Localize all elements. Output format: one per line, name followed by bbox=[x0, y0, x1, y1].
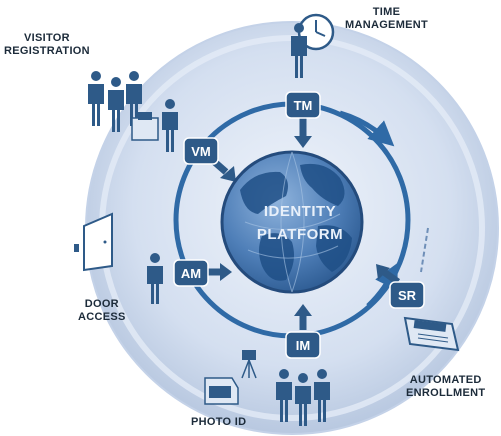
badge-vm[interactable]: VM bbox=[183, 137, 219, 165]
label-visitor-registration: VISITOR REGISTRATION bbox=[4, 32, 90, 58]
badge-am-label: AM bbox=[181, 266, 201, 281]
ring-arrow-top-right bbox=[339, 110, 395, 147]
am-connector-arrowhead bbox=[220, 263, 232, 281]
center-title-line2: PLATFORM bbox=[257, 226, 343, 243]
badge-vm-label: VM bbox=[191, 144, 211, 159]
door-icon bbox=[74, 212, 113, 272]
photo-id-people-group-icon bbox=[276, 369, 330, 426]
vm-connector-arrowhead bbox=[220, 166, 236, 182]
clock-icon bbox=[297, 13, 335, 51]
people-group-icon bbox=[88, 71, 142, 132]
label-time-management: TIME MANAGEMENT bbox=[345, 6, 428, 32]
label-door-access: DOOR ACCESS bbox=[78, 298, 126, 324]
badge-im[interactable]: IM bbox=[285, 331, 321, 359]
im-connector-arrowhead bbox=[294, 304, 312, 316]
card-reader-icon bbox=[403, 316, 460, 352]
label-automated-enrollment-line2: ENROLLMENT bbox=[406, 387, 486, 399]
label-automated-enrollment: AUTOMATED ENROLLMENT bbox=[406, 374, 485, 400]
receptionist-person-icon bbox=[162, 99, 178, 152]
reception-desk-icon bbox=[131, 112, 159, 141]
badge-tm-label: TM bbox=[294, 98, 313, 113]
label-visitor-registration-line2: REGISTRATION bbox=[4, 45, 90, 57]
label-automated-enrollment-line1: AUTOMATED bbox=[409, 374, 482, 386]
badge-am[interactable]: AM bbox=[173, 259, 209, 287]
sr-connector-arrowhead bbox=[376, 264, 390, 280]
door-access-person-icon bbox=[147, 253, 163, 304]
camera-icon bbox=[241, 350, 257, 379]
badge-im-label: IM bbox=[296, 338, 310, 353]
time-clerk-person-icon bbox=[291, 23, 307, 78]
label-door-access-line1: DOOR bbox=[84, 298, 119, 310]
label-time-management-line2: MANAGEMENT bbox=[345, 19, 429, 31]
label-visitor-registration-line1: VISITOR bbox=[23, 32, 70, 44]
label-photo-id-line1: PHOTO ID bbox=[191, 416, 247, 428]
tm-connector-arrowhead bbox=[294, 136, 312, 148]
sr-connector-arrow bbox=[381, 269, 401, 285]
globe-icon bbox=[220, 150, 364, 294]
printer-icon bbox=[204, 377, 239, 405]
label-photo-id: PHOTO ID bbox=[191, 416, 246, 429]
badge-sr[interactable]: SR bbox=[389, 281, 425, 309]
center-title-line1: IDENTITY bbox=[264, 203, 336, 220]
badge-sr-label: SR bbox=[398, 288, 417, 303]
label-time-management-line1: TIME bbox=[372, 6, 401, 18]
badge-tm[interactable]: TM bbox=[285, 91, 321, 119]
label-door-access-line2: ACCESS bbox=[78, 311, 126, 323]
